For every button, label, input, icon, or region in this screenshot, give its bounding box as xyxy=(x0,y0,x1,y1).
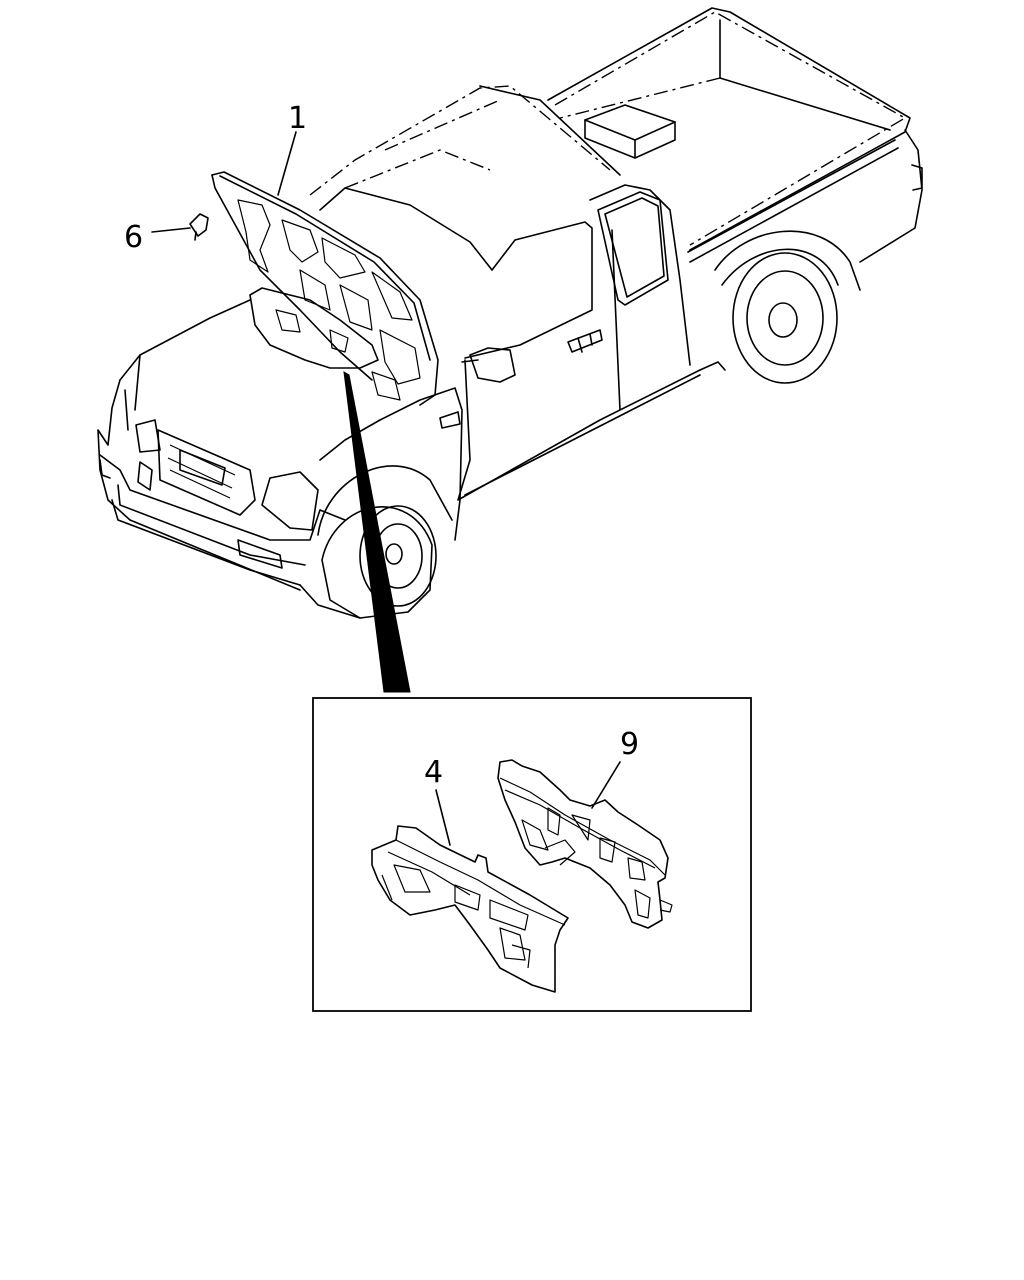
clip-part xyxy=(189,213,209,241)
detail-box xyxy=(312,697,752,1012)
pickup-truck-illustration xyxy=(97,7,923,619)
callout-4: 4 xyxy=(424,755,443,790)
leader-line-1 xyxy=(277,131,297,196)
leader-line-6 xyxy=(151,227,191,233)
insulator-part-right xyxy=(497,759,673,929)
callout-1: 1 xyxy=(288,101,307,136)
leader-line-9 xyxy=(591,761,621,809)
leader-line-4 xyxy=(435,789,451,846)
insulator-part-left xyxy=(371,825,569,993)
detail-pointer xyxy=(343,371,411,693)
callout-9: 9 xyxy=(620,727,639,762)
callout-6: 6 xyxy=(124,220,143,255)
